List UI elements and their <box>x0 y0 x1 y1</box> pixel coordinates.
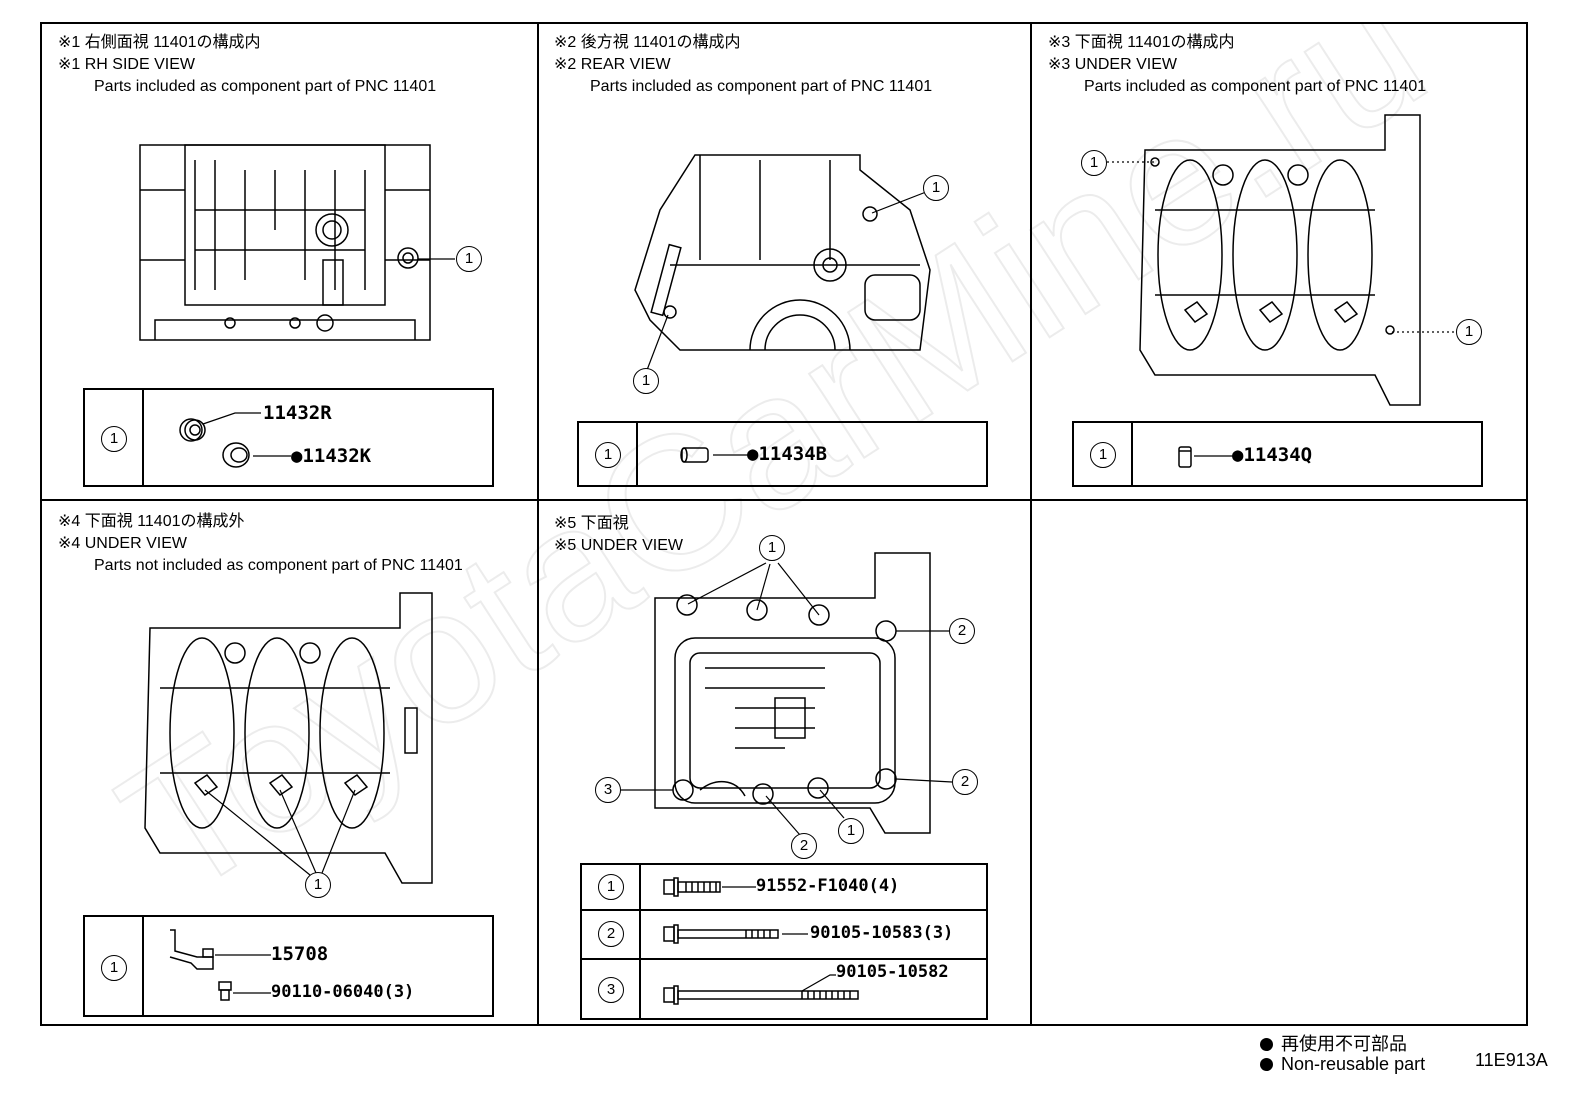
callout-1: 1 <box>1456 319 1482 345</box>
leader-line <box>579 423 990 489</box>
part-number-90105-10583: 90105-10583(3) <box>810 923 954 943</box>
under-view-drawing <box>1135 110 1430 410</box>
rh-side-view-drawing <box>135 140 435 345</box>
leader-line <box>85 917 496 1019</box>
callout-1: 1 <box>759 535 785 561</box>
callout-1: 1 <box>456 246 482 272</box>
part-number-11434B: ●11434B <box>747 443 828 465</box>
rear-view-drawing <box>630 150 950 355</box>
part-number-11434Q: ●11434Q <box>1232 444 1313 466</box>
caption-en: ※4 UNDER VIEW <box>58 535 187 552</box>
legend-en: Non-reusable part <box>1260 1054 1425 1075</box>
callout-2: 2 <box>791 833 817 859</box>
part-number-91552-F1040: 91552-F1040(4) <box>756 876 900 896</box>
callout-1: 1 <box>923 175 949 201</box>
part-number-90105-10582: 90105-10582 <box>836 962 949 982</box>
panel-4-caption: ※4 下面視 11401の構成外 ※4 UNDER VIEW Parts not… <box>58 511 463 577</box>
caption-en: ※5 UNDER VIEW <box>554 537 683 554</box>
parts-table: 1 11432R ●11432K <box>83 388 494 487</box>
leader-line <box>1074 423 1485 489</box>
part-number-11432K: ●11432K <box>291 445 372 467</box>
caption-en: ※2 REAR VIEW <box>554 56 671 73</box>
long-bolt-icon <box>662 985 862 1005</box>
caption-jp: ※2 後方視 11401の構成内 <box>554 34 741 51</box>
parts-table: 1 15708 90110-06040(3) <box>83 915 494 1017</box>
medium-bolt-icon <box>662 924 782 944</box>
caption-note: Parts included as component part of PNC … <box>590 78 933 95</box>
callout-1: 1 <box>838 818 864 844</box>
grid-divider <box>537 22 539 1026</box>
bullet-icon <box>1260 1038 1273 1051</box>
caption-jp: ※5 下面視 <box>554 515 629 532</box>
figure-id: 11E913A <box>1475 1050 1548 1070</box>
caption-note: Parts not included as component part of … <box>94 557 463 574</box>
parts-table: 1 ●11434Q <box>1072 421 1483 487</box>
row-callout-1: 1 <box>598 874 624 900</box>
row-callout-3: 3 <box>598 977 624 1003</box>
callout-1: 1 <box>305 872 331 898</box>
callout-2: 2 <box>952 769 978 795</box>
callout-2: 2 <box>949 618 975 644</box>
panel-5-caption: ※5 下面視 ※5 UNDER VIEW <box>554 513 683 557</box>
caption-en: ※3 UNDER VIEW <box>1048 56 1177 73</box>
caption-en: ※1 RH SIDE VIEW <box>58 56 195 73</box>
row-callout-1: 1 <box>1090 442 1116 468</box>
caption-jp: ※1 右側面視 11401の構成内 <box>58 34 261 51</box>
legend-jp: 再使用不可部品 <box>1260 1030 1407 1056</box>
grid-divider <box>1030 22 1032 1026</box>
dowel-pin-icon <box>1176 444 1194 470</box>
row-callout-1: 1 <box>101 955 127 981</box>
callout-1: 1 <box>1081 150 1107 176</box>
caption-jp: ※3 下面視 11401の構成内 <box>1048 34 1235 51</box>
caption-note: Parts included as component part of PNC … <box>94 78 437 95</box>
panel-2-caption: ※2 後方視 11401の構成内 ※2 REAR VIEW Parts incl… <box>554 32 932 98</box>
legend-jp-text: 再使用不可部品 <box>1281 1034 1407 1054</box>
row-callout-1: 1 <box>101 426 127 452</box>
seal-icon <box>221 438 255 472</box>
leader-line <box>582 865 990 1022</box>
dowel-pin-icon <box>679 445 713 465</box>
bullet-icon <box>1260 1058 1273 1071</box>
short-bolt-icon <box>662 877 724 897</box>
under-view-drawing <box>645 548 935 838</box>
callout-1: 1 <box>633 368 659 394</box>
oil-nozzle-icon <box>167 927 227 973</box>
part-number-11432R: 11432R <box>263 402 332 424</box>
callout-3: 3 <box>595 777 621 803</box>
bolt-icon <box>217 980 233 1002</box>
part-number-15708: 15708 <box>271 943 329 965</box>
grid-divider <box>40 499 1528 501</box>
diagram-frame <box>40 22 1528 1026</box>
legend-en-text: Non-reusable part <box>1281 1054 1426 1074</box>
caption-jp: ※4 下面視 11401の構成外 <box>58 513 245 530</box>
leader-line <box>85 390 496 489</box>
parts-table: 1 ●11434B <box>577 421 988 487</box>
plug-icon <box>177 410 213 446</box>
row-callout-1: 1 <box>595 442 621 468</box>
part-number-90110-06040: 90110-06040(3) <box>271 982 415 1002</box>
panel-1-caption: ※1 右側面視 11401の構成内 ※1 RH SIDE VIEW Parts … <box>58 32 436 98</box>
row-callout-2: 2 <box>598 921 624 947</box>
panel-3-caption: ※3 下面視 11401の構成内 ※3 UNDER VIEW Parts inc… <box>1048 32 1426 98</box>
caption-note: Parts included as component part of PNC … <box>1084 78 1427 95</box>
parts-table: 1 2 3 91552-F1040(4) 90105-10583(3) 9010… <box>580 863 988 1020</box>
under-view-drawing <box>140 588 435 888</box>
